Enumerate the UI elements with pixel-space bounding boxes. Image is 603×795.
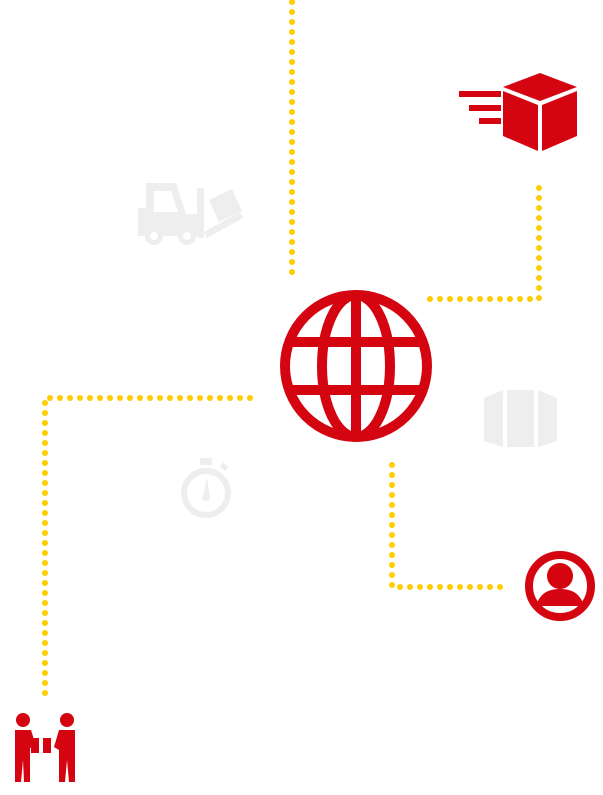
stopwatch-icon [181,458,231,518]
connector-globe-to-handover [42,395,253,702]
connector-globe-to-delivery-box [427,176,542,302]
customer-profile-icon [525,551,595,621]
connector-globe-to-customer [389,462,505,590]
package-handover-icon [15,713,75,782]
globe-icon [280,290,432,442]
fast-delivery-box-icon [459,73,577,151]
forklift-icon [138,183,243,245]
connector-lines [42,0,542,702]
parcel-box-icon [484,390,557,447]
